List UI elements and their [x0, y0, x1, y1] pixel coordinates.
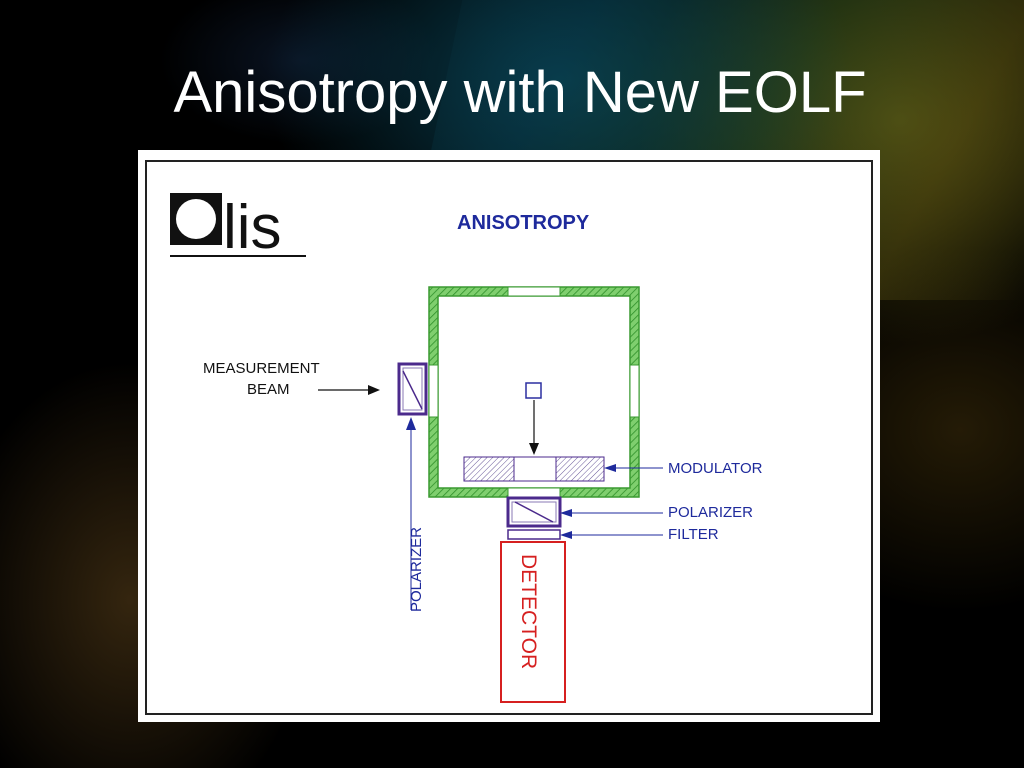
olis-logo: lis	[170, 193, 306, 262]
chamber-window-right	[629, 364, 640, 418]
filter-leader-head	[560, 531, 572, 539]
logo-text: lis	[223, 193, 282, 262]
filter	[507, 529, 561, 540]
label-detector: DETECTOR	[517, 554, 540, 669]
measurement-beam-arrow-head	[368, 385, 380, 395]
logo-circle	[176, 199, 216, 239]
label-measurement-line1: MEASUREMENT	[203, 360, 320, 377]
label-polarizer-vertical: POLARIZER	[408, 527, 425, 612]
modulator	[463, 456, 605, 482]
polarizer-vertical-arrow-head	[406, 417, 416, 430]
diagram-heading: ANISOTROPY	[457, 212, 590, 234]
chamber-window-left	[428, 364, 439, 418]
chamber-window-top	[507, 286, 561, 297]
diagram-panel: lis ANISOTROPY MEASUREMENT BEAM	[138, 150, 880, 722]
label-filter: FILTER	[668, 526, 719, 543]
sample-chamber	[428, 286, 640, 498]
label-modulator: MODULATOR	[668, 460, 763, 477]
detector: DETECTOR	[500, 541, 566, 703]
label-measurement-line2: BEAM	[247, 381, 290, 398]
slide-title: Anisotropy with New EOLF	[173, 60, 867, 125]
emission-polarizer	[506, 496, 562, 528]
input-polarizer	[397, 362, 428, 416]
anisotropy-diagram: lis ANISOTROPY MEASUREMENT BEAM	[145, 160, 873, 715]
chamber-window-bottom	[507, 487, 561, 498]
modulator-leader-head	[604, 464, 616, 472]
label-polarizer: POLARIZER	[668, 504, 753, 521]
sample-cell	[525, 382, 542, 399]
diagram-frame	[145, 160, 873, 715]
polarizer-leader-head	[560, 509, 572, 517]
emission-arrow-head	[529, 443, 539, 455]
